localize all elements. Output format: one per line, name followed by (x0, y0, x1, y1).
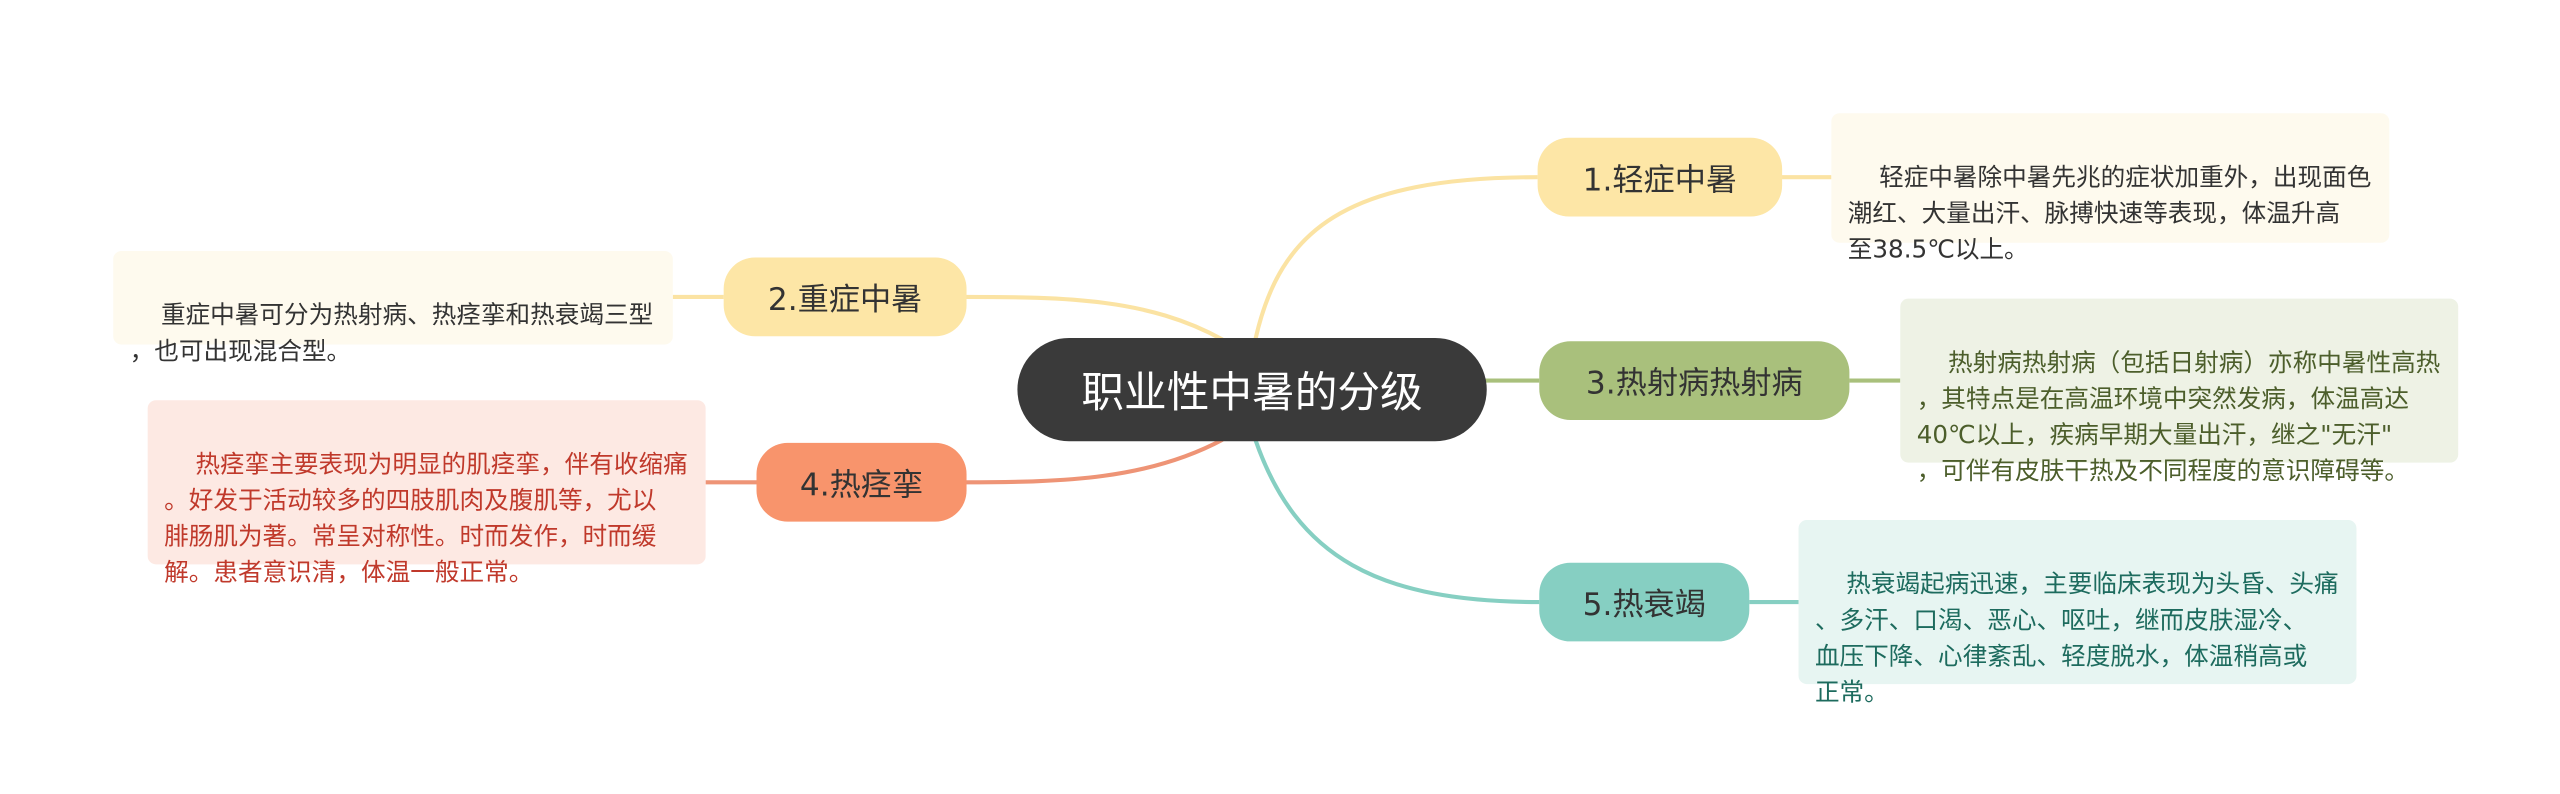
topic-b2-label: 2.重症中暑 (767, 281, 923, 318)
topic-b4-heat-cramps[interactable]: 4.热痉挛 (756, 442, 967, 522)
note-b4: 热痉挛主要表现为明显的肌痉挛，伴有收缩痛 。好发于活动较多的四肢肌肉及腹肌等，尤… (147, 400, 706, 587)
topic-b1-label: 1.轻症中暑 (1582, 161, 1738, 198)
topic-b3-label: 3.热射病热射病 (1585, 365, 1803, 402)
topic-b2-severe-heatstroke[interactable]: 2.重症中暑 (723, 257, 967, 337)
note-b3: 热射病热射病（包括日射病）亦称中暑性高热 ，其特点是在高温环境中突然发病，体温高… (1900, 298, 2459, 486)
note-b3-text: 热射病热射病（包括日射病）亦称中暑性高热 ，其特点是在高温环境中突然发病，体温高… (1916, 347, 2441, 486)
link-root-b1 (1253, 175, 1538, 341)
link-root-b5 (1253, 438, 1540, 605)
note-b2: 重症中暑可分为热射病、热痉挛和热衰竭三型 ，也可出现混合型。 (113, 250, 673, 366)
note-b1-text: 轻症中暑除中暑先兆的症状加重外，出现面色 潮红、大量出汗、脉搏快速等表现，体温升… (1847, 162, 2372, 265)
central-topic-label: 职业性中暑的分级 (1081, 369, 1423, 419)
note-b2-text: 重症中暑可分为热射病、热痉挛和热衰竭三型 ，也可出现混合型。 (129, 300, 654, 366)
link-root-b2 (964, 294, 1224, 342)
note-b1: 轻症中暑除中暑先兆的症状加重外，出现面色 潮红、大量出汗、脉搏快速等表现，体温升… (1831, 113, 2390, 264)
topic-b3-heat-stroke[interactable]: 3.热射病热射病 (1539, 341, 1850, 420)
link-root-b4 (964, 437, 1224, 485)
note-b5-text: 热衰竭起病迅速，主要临床表现为头昏、头痛 、多汗、口渴、恶心、呕吐，继而皮肤湿冷… (1814, 569, 2339, 708)
topic-b1-mild-heatstroke[interactable]: 1.轻症中暑 (1537, 137, 1783, 217)
note-b5: 热衰竭起病迅速，主要临床表现为头昏、头痛 、多汗、口渴、恶心、呕吐，继而皮肤湿冷… (1798, 520, 2357, 707)
note-b4-text: 热痉挛主要表现为明显的肌痉挛，伴有收缩痛 。好发于活动较多的四肢肌肉及腹肌等，尤… (164, 449, 688, 588)
central-topic[interactable]: 职业性中暑的分级 (1017, 337, 1487, 442)
topic-b5-heat-exhaustion[interactable]: 5.热衰竭 (1539, 562, 1750, 642)
topic-b5-label: 5.热衰竭 (1582, 586, 1706, 623)
topic-b4-label: 4.热痉挛 (799, 466, 924, 503)
